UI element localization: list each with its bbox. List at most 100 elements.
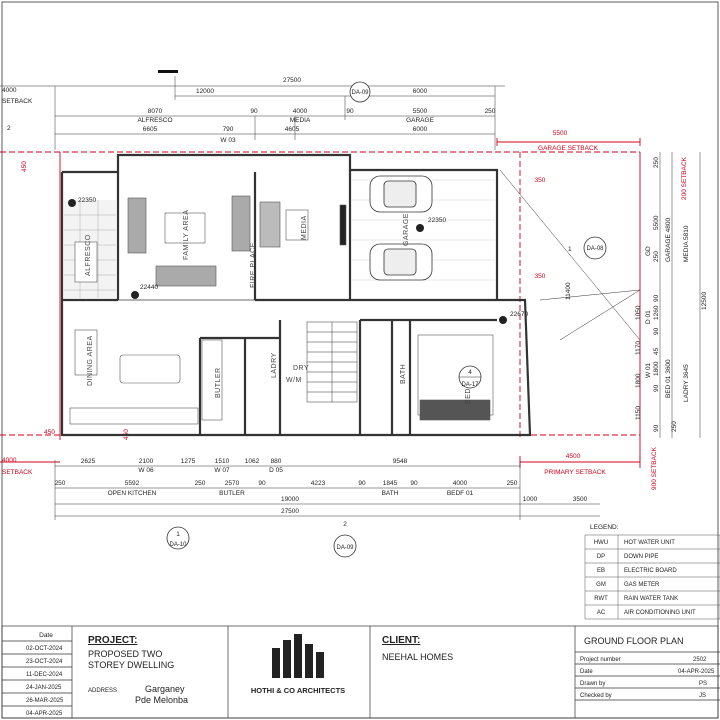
sheet-row-value-1: 04-APR-2025 [678, 669, 715, 675]
level-main: 22440 [140, 284, 158, 291]
dim-right-1170: 1170 [635, 341, 642, 355]
dim-right-label-w01: W 01 [645, 362, 652, 378]
dim-bot3-1000: 1000 [523, 496, 538, 503]
setback-lines [0, 138, 641, 468]
dim-top-6000b: 6000 [413, 126, 428, 133]
dim-bot-1062: 1062 [245, 458, 260, 465]
section-marker-right [583, 236, 607, 260]
dim-top-6605: 6605 [143, 126, 158, 133]
revision-date-2: 11-DEC-2024 [26, 672, 63, 678]
room-ladry: LADRY [271, 352, 278, 378]
room-media: MEDIA [301, 215, 308, 240]
legend-code-0: HWU [594, 540, 608, 546]
dim-bot-w06: W 06 [138, 467, 154, 474]
section-marker-bottom-left-num: 1 [176, 531, 180, 538]
title-block-frame [1, 625, 720, 719]
dim-top-w03: W 03 [220, 137, 236, 144]
bottom-dimensions [54, 460, 600, 520]
right-setback-bottom: 900 SETBACK [651, 446, 658, 490]
dim-right-1260: 1260 [653, 305, 660, 320]
dim-bot2-5592: 5592 [125, 480, 140, 487]
dim-bot3-3500: 3500 [573, 496, 588, 503]
level-alfresco: 22350 [78, 197, 96, 204]
setback-450-b: 450 [44, 429, 55, 436]
dim-right-11400: 11400 [565, 282, 572, 300]
top-dimensions [0, 76, 505, 150]
right-dimensions [659, 152, 701, 438]
dim-right-45: 45 [653, 347, 660, 355]
dim-bot2-4000: 4000 [453, 480, 468, 487]
dim-right-label-bed01: BED 01 3600 [665, 359, 672, 398]
legend-table [584, 534, 720, 620]
room-fire-place: FIRE PLACE [250, 242, 257, 288]
dim-top-12000: 12000 [196, 88, 214, 95]
legend-code-2: EB [597, 568, 605, 574]
dim-top-4605: 4605 [285, 126, 300, 133]
sheet-row-value-2: PS [699, 681, 707, 687]
dim-right-90c: 90 [653, 384, 660, 392]
legend-code-5: AC [597, 610, 606, 616]
dim-right-1050: 1050 [635, 305, 642, 320]
address-line2: Pde Melonba [135, 695, 188, 705]
dim-top-8070: 8070 [148, 108, 163, 115]
dim-right-250a: 250 [653, 157, 660, 168]
legend-code-4: RWT [594, 596, 608, 602]
garage-setback-label: GARAGE SETBACK [538, 145, 599, 152]
room-dry: DRY [293, 365, 309, 372]
dim-right-label-ladry: LADRY 3645 [683, 364, 690, 402]
dim-bot-1510: 1510 [215, 458, 230, 465]
dim-bot2-4223: 4223 [311, 480, 326, 487]
dim-bot2-label-bath: BATH [382, 490, 399, 497]
dim-overall-bottom: 27500 [281, 508, 299, 515]
dim-bot2-1845: 1845 [383, 480, 398, 487]
dim-bot-2100: 2100 [139, 458, 154, 465]
dim-bot-d05: D 05 [269, 467, 283, 474]
dim-top-6000: 6000 [413, 88, 428, 95]
garage-car-2 [369, 243, 433, 281]
stairs [306, 321, 358, 403]
section-marker-bottom-left-label: DA-10 [169, 542, 187, 548]
dim-right-label-gd: GD [645, 246, 652, 256]
right-setback-top: 200 SETBACK [681, 156, 688, 200]
dim-bot2-label-butler: BUTLER [219, 490, 245, 497]
dim-right-90d: 90 [653, 424, 660, 432]
room-dining-area: DINING AREA [87, 335, 94, 386]
dim-bot2-90c: 90 [410, 480, 418, 487]
dim-bot-2625: 2625 [81, 458, 96, 465]
sheet-title: GROUND FLOOR PLAN [584, 636, 684, 646]
section-marker-bottom-mid-label: DA-09 [336, 545, 354, 551]
room-bath: BATH [400, 364, 407, 384]
dim-right-1800b: 1800 [653, 361, 660, 376]
room-label-media-top: MEDIA [290, 117, 311, 124]
legend-desc-4: RAIN WATER TANK [624, 596, 678, 602]
dim-right-250c: 250 [671, 421, 678, 432]
left-setback-val-bottom: 4000 [2, 457, 17, 464]
dim-top-790: 790 [223, 126, 234, 133]
marker-num-1-right: 1 [568, 246, 572, 253]
left-setback-val-top: 4000 [2, 87, 17, 94]
dim-bot-880: 880 [271, 458, 282, 465]
kitchen-furniture [69, 334, 494, 425]
dim-right-90b: 90 [653, 327, 660, 335]
project-line1: PROPOSED TWO [88, 649, 162, 659]
dim-bot2-label-bed: BEDF 01 [447, 490, 474, 497]
dim-overall-top: 27500 [283, 77, 301, 84]
revision-date-3: 24-JAN-2025 [26, 685, 62, 691]
dim-right-12500: 12500 [701, 292, 708, 310]
dim-right-250b: 250 [653, 251, 660, 262]
room-bed: BED [465, 388, 472, 404]
dim-bot3-19000: 19000 [281, 496, 299, 503]
address-label: ADDRESS [88, 688, 117, 694]
dim-bot2-2570: 2570 [225, 480, 240, 487]
dim-bot2-90b: 90 [358, 480, 366, 487]
legend-desc-1: DOWN PIPE [624, 554, 658, 560]
dim-top-90b: 90 [346, 108, 354, 115]
dim-top-4000: 4000 [293, 108, 308, 115]
garage-car-1 [369, 175, 433, 213]
sheet-row-label-1: Date [580, 669, 593, 675]
left-setback-label-bottom: SETBACK [2, 469, 33, 476]
project-label: PROJECT: [88, 635, 137, 646]
media-furniture [259, 201, 347, 248]
project-line2: STOREY DWELLING [88, 660, 174, 670]
